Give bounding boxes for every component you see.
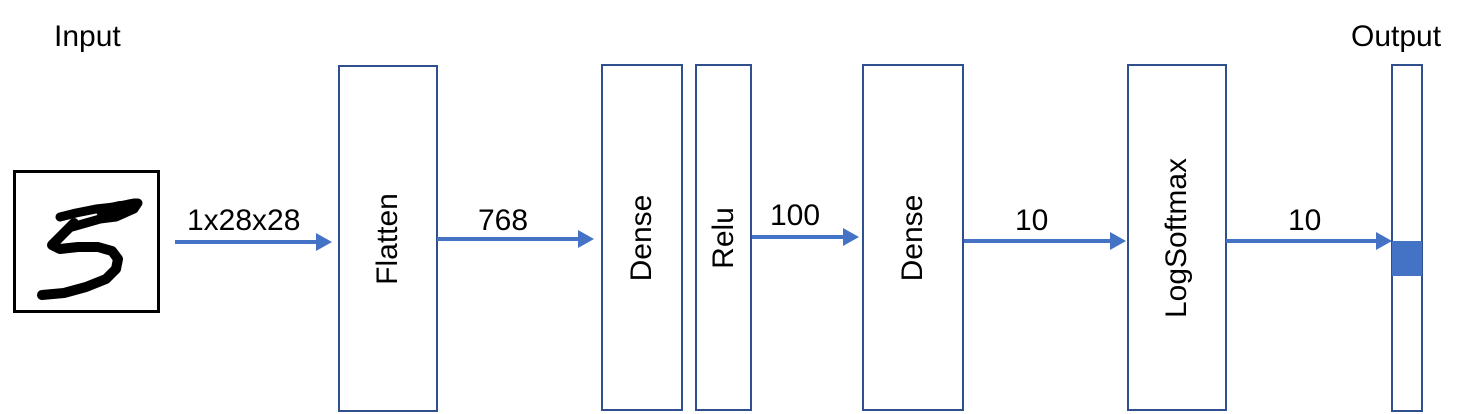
arrow-input-to-flatten — [175, 233, 332, 251]
logsoftmax-layer: LogSoftmax — [1127, 64, 1227, 411]
edge-label-input-to-flatten: 1x28x28 — [187, 204, 301, 237]
arrow-relu-to-dense — [752, 228, 859, 246]
dense-layer-2-label: Dense — [896, 194, 929, 281]
arrow-dense-to-logsoftmax — [964, 232, 1126, 250]
arrow-flatten-to-dense — [437, 230, 594, 248]
dense-layer-1-label: Dense — [625, 194, 658, 281]
output-selected-cell — [1392, 241, 1422, 276]
arrow-logsoftmax-to-output — [1226, 232, 1392, 250]
edge-label-logsoftmax-to-output: 10 — [1288, 204, 1322, 237]
edge-label-relu-to-dense: 100 — [770, 199, 821, 232]
flatten-layer-label: Flatten — [371, 192, 404, 285]
relu-layer-label: Relu — [706, 206, 740, 269]
flatten-layer: Flatten — [338, 65, 438, 412]
output-label: Output — [1351, 20, 1442, 53]
edge-label-flatten-to-dense: 768 — [478, 204, 529, 237]
logsoftmax-layer-label: LogSoftmax — [1160, 157, 1193, 318]
edge-label-dense-to-logsoftmax: 10 — [1015, 204, 1049, 237]
dense-layer-2: Dense — [862, 64, 964, 411]
handwritten-digit-five-icon — [37, 198, 143, 300]
relu-layer: Relu — [695, 64, 752, 411]
input-label: Input — [54, 20, 121, 53]
input-digit-image — [13, 170, 160, 313]
output-vector — [1391, 64, 1423, 412]
dense-layer-1: Dense — [601, 64, 683, 411]
